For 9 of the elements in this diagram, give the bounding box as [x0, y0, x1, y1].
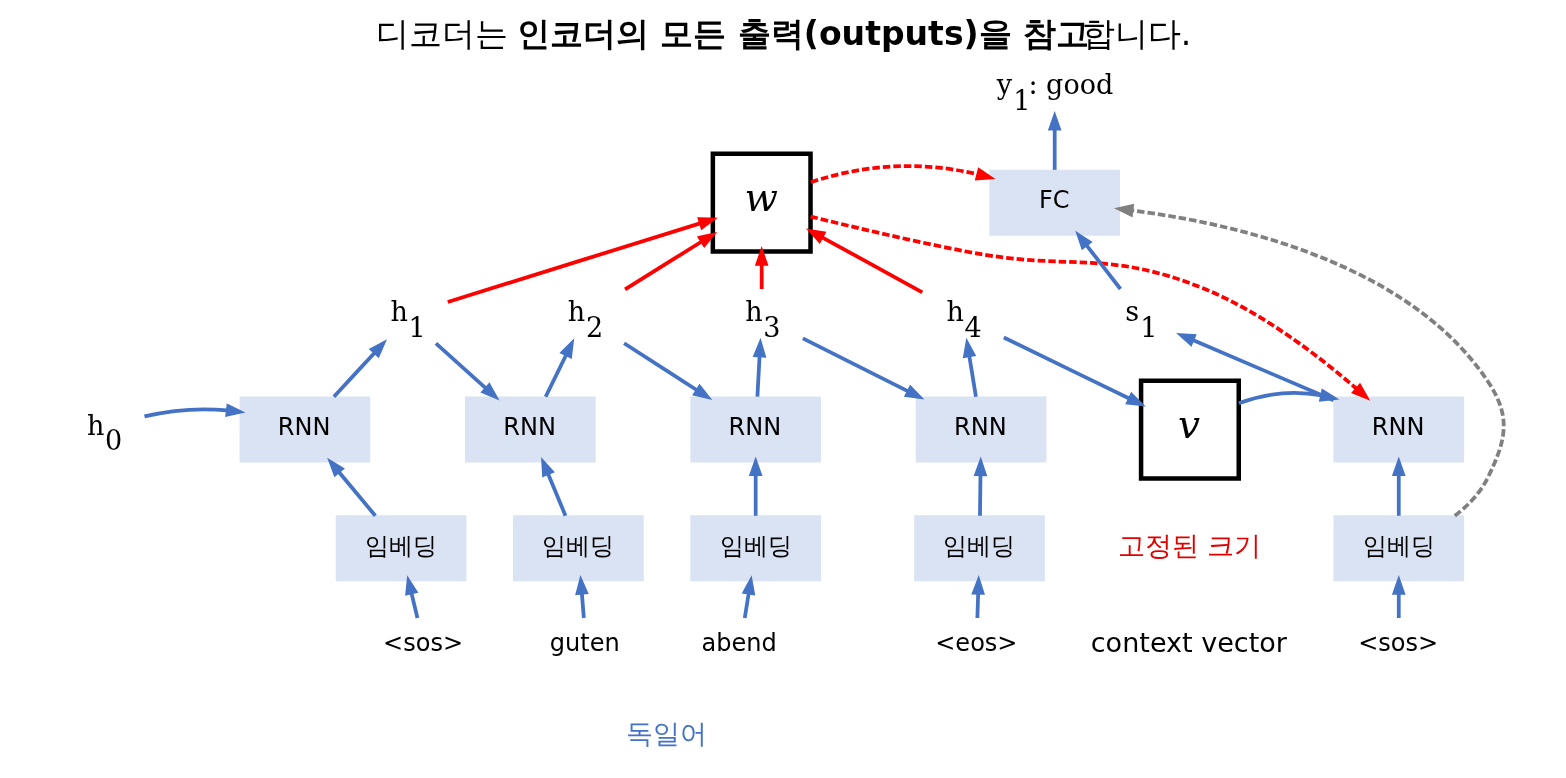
diagram-title: 디코더는 인코더의 모든 출력(outputs)을 참고합니다. [375, 14, 1191, 54]
node-text: <eos> [934, 628, 1018, 657]
node-text: <sos> [382, 628, 463, 657]
label: context vector [1090, 626, 1287, 658]
node-text: abend [701, 628, 777, 657]
label: 고정된 크기 [1117, 529, 1261, 561]
node-text: guten [549, 628, 620, 657]
node-text: <sos> [1357, 628, 1438, 657]
label: 독일어 [625, 718, 707, 750]
